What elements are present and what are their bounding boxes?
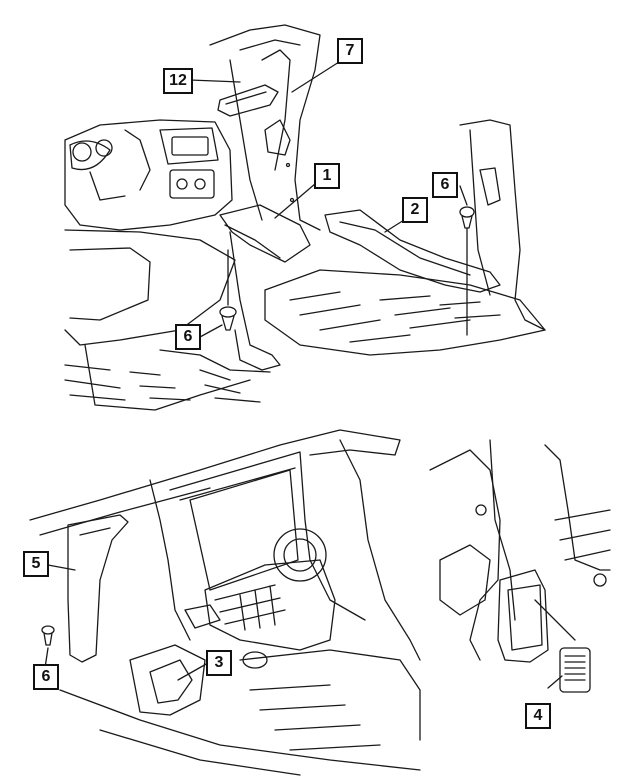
callout-12: 12 xyxy=(163,68,193,94)
gauge-right-icon xyxy=(95,139,113,157)
callout-2: 2 xyxy=(402,197,428,223)
callout-6-bottom-left: 6 xyxy=(33,664,59,690)
dashboard-outline xyxy=(64,119,233,231)
pushpin-top-left-icon xyxy=(219,306,237,331)
callout-6-top-right: 6 xyxy=(432,172,458,198)
part-7-trim xyxy=(217,84,279,117)
part-3-trim xyxy=(149,659,193,704)
callout-7: 7 xyxy=(337,38,363,64)
pushpin-top-right-icon xyxy=(459,206,475,229)
radio-unit-icon xyxy=(171,136,209,156)
pushpin-bottom-left-icon xyxy=(41,625,55,646)
vent-grille-icon xyxy=(559,647,591,693)
callout-4: 4 xyxy=(525,703,551,729)
callout-1: 1 xyxy=(314,163,340,189)
part-4-bracket xyxy=(497,569,549,663)
part-1-sill xyxy=(219,204,311,263)
top-scene xyxy=(64,24,546,411)
rear-window xyxy=(189,469,299,591)
callout-6-top-left: 6 xyxy=(175,324,201,350)
gauge-left-icon xyxy=(72,142,92,162)
b-pillar xyxy=(209,24,321,231)
hvac-assembly xyxy=(184,528,336,651)
part-2-sill xyxy=(324,209,501,293)
callout-5: 5 xyxy=(23,551,49,577)
bottom-right-scene xyxy=(429,439,611,693)
bottom-left-scene xyxy=(29,429,421,776)
callout-3: 3 xyxy=(206,650,232,676)
part-5-trim xyxy=(67,514,129,663)
blower-icon xyxy=(273,528,327,582)
